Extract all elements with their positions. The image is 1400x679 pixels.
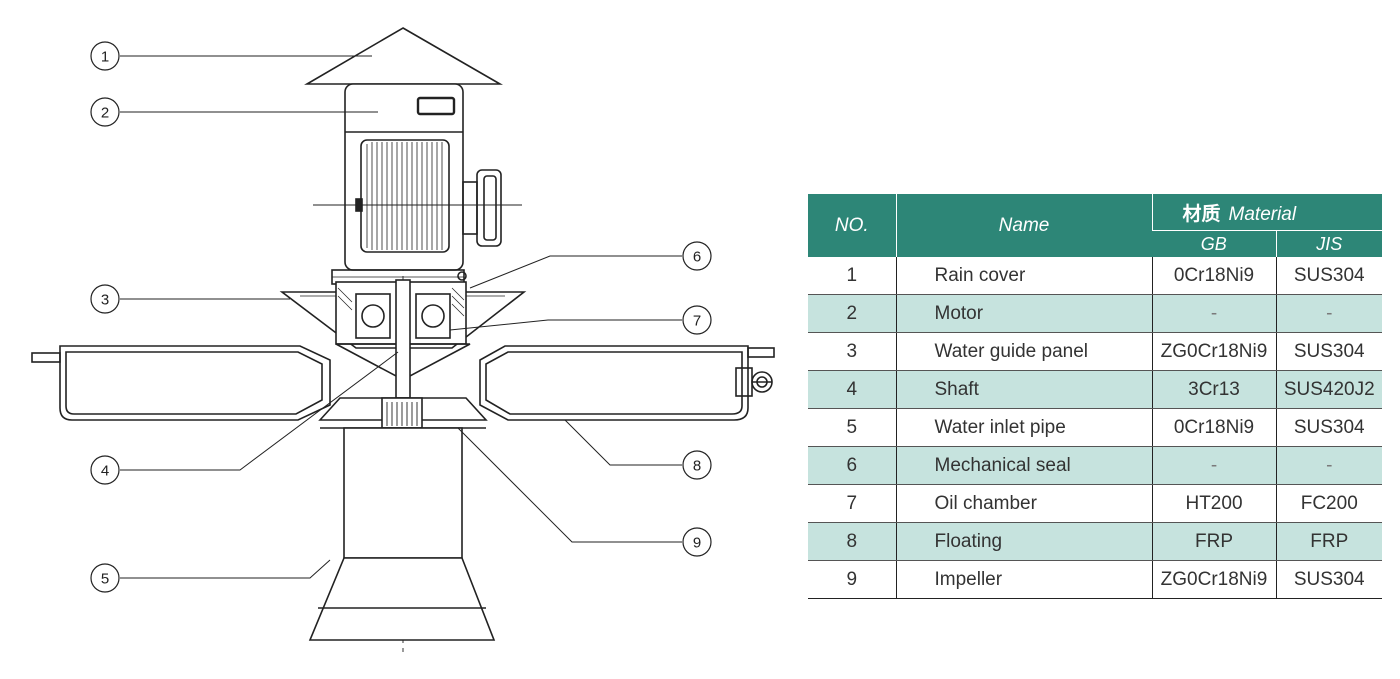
table-row: 4 Shaft 3Cr13 SUS420J2 [808,370,1382,409]
shaft [395,279,411,399]
callout-label-4: 4 [101,463,109,480]
cell-jis: SUS304 [1275,408,1382,447]
cell-jis: FC200 [1275,484,1382,523]
cell-gb: HT200 [1151,484,1276,523]
cell-name: Mechanical seal [895,446,1152,485]
callout-label-7: 7 [693,313,701,330]
header-jis: JIS [1275,230,1382,257]
cell-name: Rain cover [895,257,1152,295]
header-material-zh: 材质 [1182,203,1221,225]
cell-jis: FRP [1275,522,1382,561]
header-gb: GB [1152,230,1276,257]
cell-name: Water inlet pipe [895,408,1152,447]
cell-name: Oil chamber [895,484,1152,523]
cell-name: Water guide panel [895,332,1152,371]
material-table: NO. Name 材质 Material GB JIS 1 Rain cover … [808,194,1382,599]
cell-gb: ZG0Cr18Ni9 [1151,560,1276,599]
cell-no: 7 [808,484,896,523]
cell-no: 2 [808,294,896,333]
table-row: 8 Floating FRP FRP [808,522,1382,561]
table-row: 1 Rain cover 0Cr18Ni9 SUS304 [808,257,1382,295]
cell-gb: 0Cr18Ni9 [1151,408,1276,447]
table-row: 6 Mechanical seal - - [808,446,1382,485]
leader-lines [120,55,682,579]
callout-label-1: 1 [101,49,109,66]
aerator-diagram: 1 2 3 4 5 6 7 8 9 [31,27,775,652]
table-row: 7 Oil chamber HT200 FC200 [808,484,1382,523]
cell-name: Shaft [895,370,1152,409]
impeller [318,397,488,429]
cell-name: Floating [895,522,1152,561]
header-no: NO. [808,194,896,257]
cell-jis: - [1275,294,1382,333]
water-inlet-pipe [308,427,496,641]
cell-gb: FRP [1151,522,1276,561]
callout-label-9: 9 [693,535,701,552]
cell-name: Impeller [895,560,1152,599]
callout-label-8: 8 [693,458,701,475]
cell-gb: 0Cr18Ni9 [1151,257,1276,295]
table-row: 9 Impeller ZG0Cr18Ni9 SUS304 [808,560,1382,599]
table-row: 5 Water inlet pipe 0Cr18Ni9 SUS304 [808,408,1382,447]
header-material-en: Material [1228,203,1297,225]
cell-no: 3 [808,332,896,371]
cell-jis: SUS304 [1275,560,1382,599]
cell-jis: - [1275,446,1382,485]
cell-jis: SUS304 [1275,257,1382,295]
callout-label-2: 2 [101,105,109,122]
cell-no: 8 [808,522,896,561]
callout-label-6: 6 [693,249,701,266]
header-material: 材质 Material [1151,194,1382,231]
callout-circles [90,41,712,593]
table-row: 2 Motor - - [808,294,1382,333]
cell-jis: SUS304 [1275,332,1382,371]
cell-jis: SUS420J2 [1275,370,1382,409]
cell-no: 1 [808,257,896,295]
cell-no: 9 [808,560,896,599]
cell-no: 5 [808,408,896,447]
cell-gb: ZG0Cr18Ni9 [1151,332,1276,371]
callout-label-5: 5 [101,571,109,588]
header-name: Name [895,194,1152,257]
floating [31,345,775,421]
cell-gb: 3Cr13 [1151,370,1276,409]
cell-gb: - [1151,294,1276,333]
motor [313,83,522,285]
cell-name: Motor [895,294,1152,333]
table-row: 3 Water guide panel ZG0Cr18Ni9 SUS304 [808,332,1382,371]
cell-no: 4 [808,370,896,409]
cell-no: 6 [808,446,896,485]
cell-gb: - [1151,446,1276,485]
callout-label-3: 3 [101,292,109,309]
